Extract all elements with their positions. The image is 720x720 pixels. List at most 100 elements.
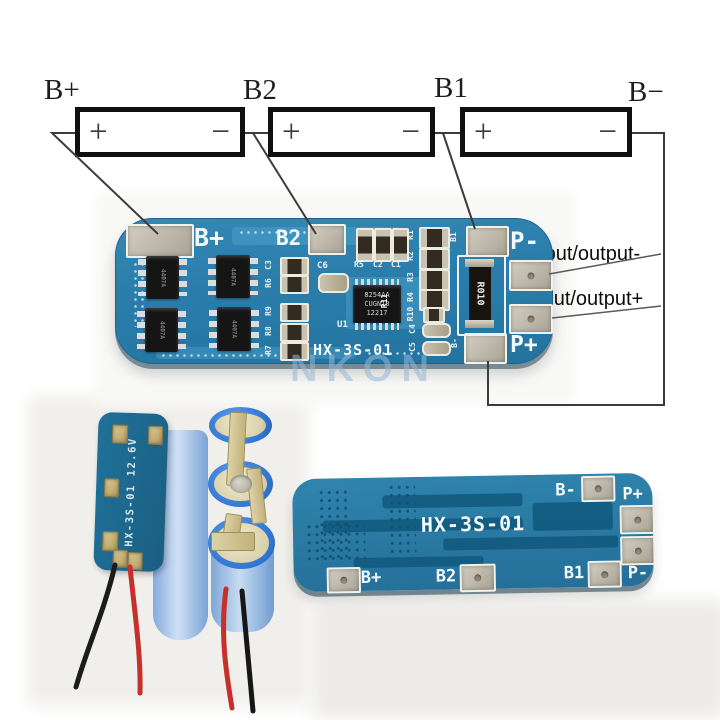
silk-r3: R3	[405, 272, 415, 282]
silk-c2: C2	[373, 260, 383, 269]
shunt-end-cap	[465, 259, 494, 267]
side-pad	[103, 478, 120, 498]
chip-legs	[209, 310, 217, 348]
ic-marking-line3: 12217	[366, 308, 388, 317]
silk-model: HX-3S-01	[313, 341, 394, 359]
chip-legs	[138, 259, 146, 296]
silk-p-plus: P+	[510, 332, 538, 358]
photo-background-right	[324, 612, 714, 706]
chip-legs	[208, 258, 216, 295]
terminal-label-b-plus: B+	[44, 74, 80, 106]
nickel-strip	[211, 532, 255, 551]
component-c4	[422, 323, 451, 338]
mosfet-marking: 4407A	[229, 267, 237, 286]
silk-u1: U1	[337, 320, 348, 330]
silk-r1: R1	[405, 230, 415, 240]
pad-b1	[466, 226, 509, 257]
silk-c4: C4	[407, 324, 417, 334]
mosfet-chip-2: 4407A	[208, 255, 258, 298]
back-pad-right-2	[620, 535, 656, 566]
silk-c1: C1	[391, 260, 401, 269]
silk-b-minus-small: B-	[449, 338, 459, 348]
pad-b-minus	[464, 333, 507, 364]
silk-r8: R8	[263, 326, 273, 336]
component-c6	[318, 273, 349, 293]
component-r7	[280, 342, 309, 361]
back-pad-b2	[459, 563, 497, 593]
silk-r6: R6	[263, 278, 273, 288]
chip-legs	[178, 311, 186, 349]
terminal-label-b-minus: B−	[628, 76, 664, 108]
component-r9	[280, 303, 309, 322]
silk-r2: R2	[405, 251, 415, 261]
component-c2	[374, 228, 392, 262]
chip-legs	[250, 258, 258, 295]
silk-r10: R10	[406, 306, 416, 322]
pcb-via-dots	[366, 350, 446, 357]
back-silk-b-minus: B-	[555, 480, 576, 501]
pad-input-output-pos	[509, 304, 553, 334]
mosfet-marking: 4407A	[158, 320, 165, 340]
back-silk-p-minus: P-	[627, 562, 649, 584]
back-silk-model: HX-3S-01	[420, 511, 526, 537]
bms-board-side-view: HX-3S-01 12.6V	[93, 411, 169, 573]
pcb-trace	[443, 535, 619, 551]
component-r6	[280, 275, 309, 294]
component-r1	[419, 227, 450, 249]
component-c5	[422, 341, 451, 356]
ic-marking-line1: 8254AA	[364, 290, 390, 299]
back-pad-b-plus	[326, 566, 362, 594]
side-pad	[112, 549, 128, 568]
ic-pins-bottom	[355, 323, 399, 330]
bms-board-back: HX-3S-01 B- P+ B+ B2 B1 P-	[292, 472, 656, 594]
ic-pins-top	[355, 279, 399, 286]
back-pad-b1	[587, 560, 622, 589]
chip-legs	[179, 259, 187, 296]
component-c3	[280, 257, 309, 276]
protection-ic-u1: 8254AA CUGN10 12217	[353, 285, 401, 323]
shunt-outline: R010	[457, 255, 506, 336]
silk-r7: R7	[263, 345, 273, 355]
pad-input-output-neg	[509, 260, 553, 291]
pad-b2	[308, 224, 346, 255]
component-r8	[280, 323, 309, 342]
pcb-trace	[532, 501, 613, 531]
battery-cell-2: + −	[268, 107, 435, 157]
chip-legs	[251, 310, 259, 348]
component-r2	[419, 248, 450, 270]
side-board-marking: HX-3S-01 12.6V	[123, 437, 139, 547]
silk-r9: R9	[263, 306, 273, 316]
silk-b1-small: B1	[448, 232, 458, 242]
ic-marking-line2: CUGN10	[364, 299, 390, 308]
mosfet-chip-4: 4407A	[209, 307, 259, 351]
silk-p-minus: P-	[510, 227, 539, 255]
side-pad	[127, 551, 143, 571]
terminal-label-b2: B2	[243, 74, 277, 106]
bms-board-front: B+ B2 B1 P- P+ B- 4407A 4407A 4407A 4407…	[115, 218, 553, 364]
pad-b-plus	[126, 224, 194, 258]
back-silk-b1: B1	[563, 563, 585, 584]
mosfet-chip-1: 4407A	[138, 256, 187, 299]
silk-b-plus: B+	[194, 223, 225, 252]
battery-cell-1: + −	[75, 107, 245, 157]
component-r5	[356, 228, 374, 262]
battery-cell-3: + −	[460, 107, 632, 157]
back-silk-b2: B2	[435, 566, 457, 587]
watermark-text: NKON	[290, 348, 438, 390]
shunt-end-cap	[465, 320, 494, 328]
mosfet-marking: 4407A	[159, 268, 166, 287]
cell2-button-top	[230, 475, 252, 493]
silk-b2: B2	[276, 226, 302, 250]
side-pad	[101, 531, 119, 552]
silk-c3: C3	[263, 260, 273, 270]
pcb-via-dots	[160, 352, 280, 359]
silk-r5: R5	[354, 260, 364, 269]
side-pad	[111, 424, 129, 444]
pcb-via-dots	[304, 521, 366, 563]
chip-legs	[137, 311, 145, 349]
component-r3	[419, 269, 450, 291]
silk-r11: R11	[380, 293, 390, 309]
mosfet-chip-3: 4407A	[137, 308, 186, 352]
side-pad	[147, 425, 164, 446]
